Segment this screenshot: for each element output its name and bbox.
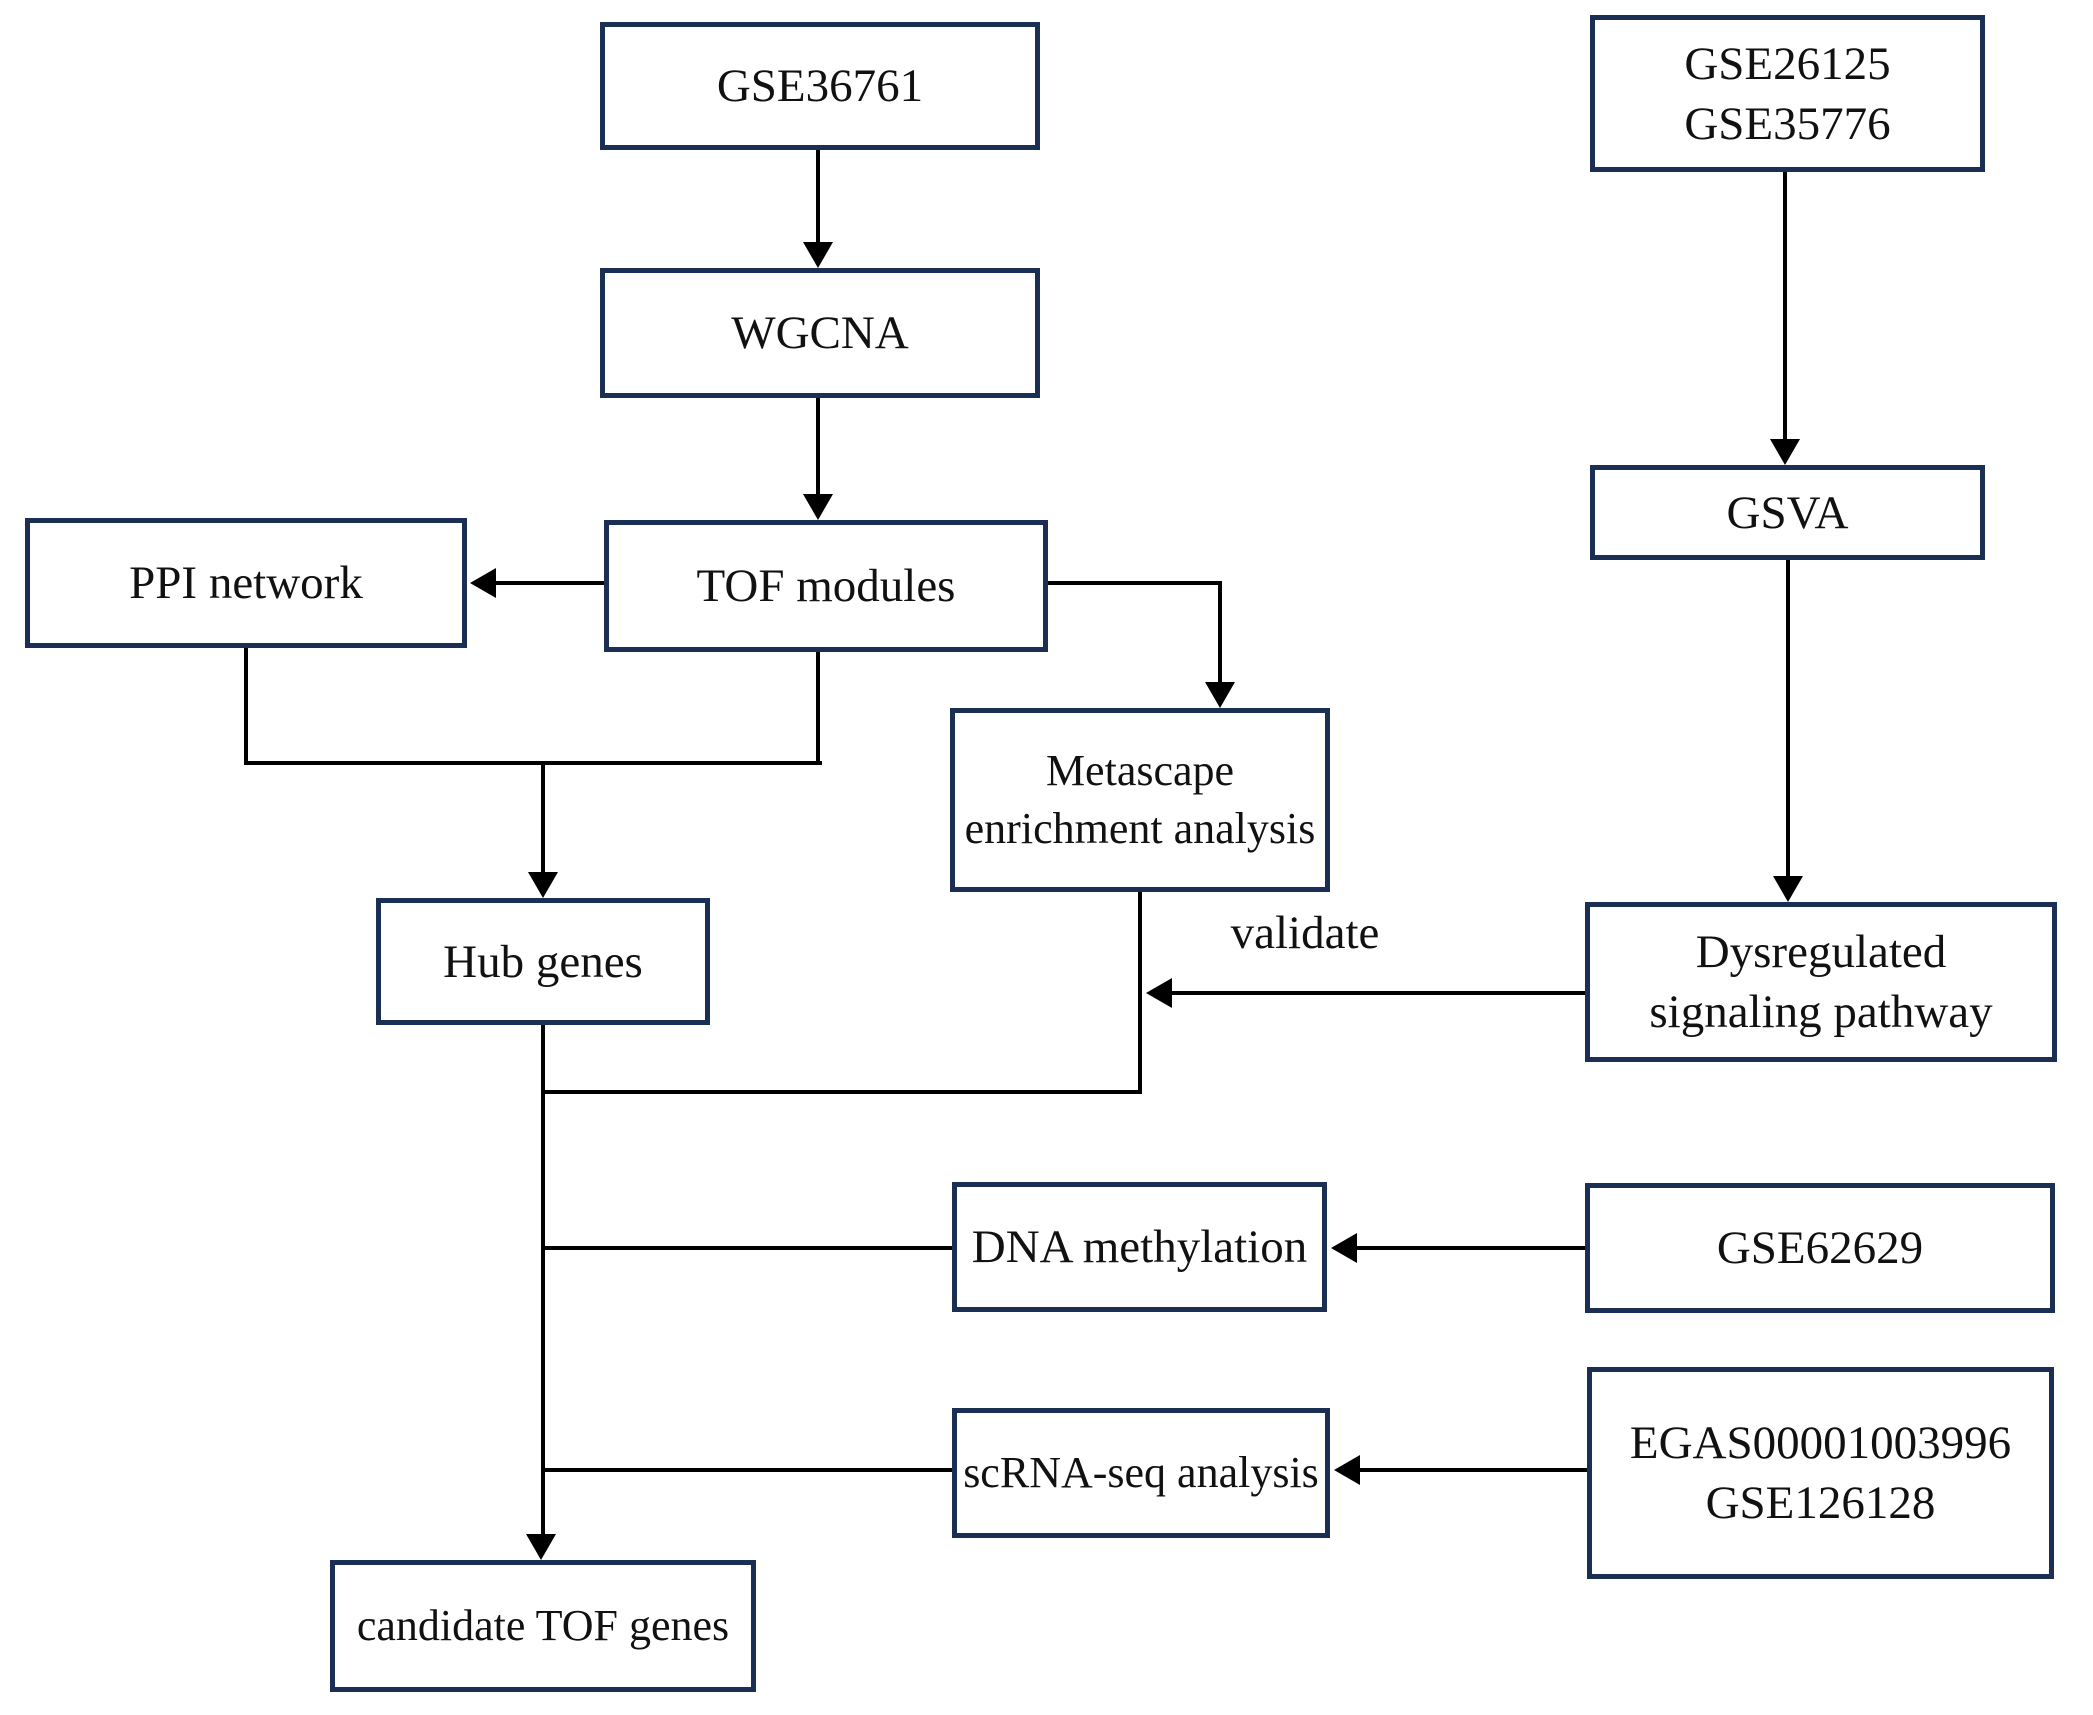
node-gse62629-label: GSE62629 bbox=[1716, 1222, 1924, 1274]
node-scrna-seq-analysis: scRNA-seq analysis bbox=[952, 1408, 1330, 1538]
node-wgcna: WGCNA bbox=[600, 268, 1040, 398]
edge-metascape-down bbox=[1138, 892, 1142, 1094]
node-metascape-enrichment: Metascape enrichment analysis bbox=[950, 708, 1330, 892]
node-hub-genes-label: Hub genes bbox=[443, 935, 643, 988]
node-candidate-tof-genes-label: candidate TOF genes bbox=[356, 1601, 730, 1650]
node-ppi-network: PPI network bbox=[25, 518, 467, 648]
node-dna-methylation-label: DNA methylation bbox=[971, 1221, 1308, 1273]
node-hub-genes: Hub genes bbox=[376, 898, 710, 1025]
edge-merge-horizontal bbox=[244, 761, 822, 765]
edge-validate bbox=[1172, 991, 1585, 995]
node-candidate-tof-genes: candidate TOF genes bbox=[330, 1560, 756, 1692]
node-gse26125-gse35776: GSE26125 GSE35776 bbox=[1590, 15, 1985, 172]
arrowhead-gsva-dysregulated bbox=[1773, 876, 1803, 902]
edge-trunk bbox=[541, 1025, 545, 1534]
arrowhead-gse62629-dna bbox=[1331, 1233, 1357, 1263]
node-egas-line1: EGAS00001003996 bbox=[1629, 1417, 2012, 1469]
arrowhead-tof-ppi bbox=[470, 568, 496, 598]
node-metascape-line2: enrichment analysis bbox=[964, 804, 1316, 853]
edge-label-validate: validate bbox=[1230, 907, 1380, 959]
edge-egas-scrna bbox=[1360, 1468, 1587, 1472]
node-dysregulated-line1: Dysregulated bbox=[1695, 926, 1947, 978]
edge-gse26125-gsva bbox=[1783, 172, 1787, 439]
edge-tof-metascape-v bbox=[1218, 581, 1222, 682]
node-gsva-label: GSVA bbox=[1726, 486, 1849, 539]
arrowhead-tof-metascape bbox=[1205, 682, 1235, 708]
arrowhead-gse26125-gsva bbox=[1770, 439, 1800, 465]
edge-gse36761-wgcna bbox=[816, 150, 820, 246]
edge-tof-ppi bbox=[496, 581, 604, 585]
edge-trunk-dna bbox=[543, 1246, 952, 1250]
edge-merge-hubgenes bbox=[541, 765, 545, 872]
node-metascape-line1: Metascape bbox=[1045, 746, 1235, 795]
arrowhead-wgcna-tof bbox=[803, 494, 833, 520]
arrowhead-validate bbox=[1146, 978, 1172, 1008]
node-ppi-network-label: PPI network bbox=[129, 557, 363, 609]
arrowhead-merge-hubgenes bbox=[528, 872, 558, 898]
arrowhead-egas-scrna bbox=[1334, 1455, 1360, 1485]
node-dysregulated-line2: signaling pathway bbox=[1649, 986, 1993, 1038]
node-egas-gse126128: EGAS00001003996 GSE126128 bbox=[1587, 1367, 2054, 1579]
edge-metascape-trunk bbox=[543, 1090, 1142, 1094]
edge-wgcna-tof bbox=[816, 398, 820, 494]
node-wgcna-label: WGCNA bbox=[731, 307, 909, 359]
edge-tof-metascape-h bbox=[1048, 581, 1222, 585]
node-gse36761: GSE36761 bbox=[600, 22, 1040, 150]
node-egas-line2: GSE126128 bbox=[1705, 1477, 1936, 1529]
node-gsva: GSVA bbox=[1590, 465, 1985, 560]
node-gse62629: GSE62629 bbox=[1585, 1183, 2055, 1313]
node-tof-modules-label: TOF modules bbox=[696, 560, 956, 612]
node-gse26125-line1: GSE26125 bbox=[1684, 37, 1891, 90]
node-gse36761-label: GSE36761 bbox=[716, 60, 924, 112]
arrowhead-gse36761-wgcna bbox=[803, 242, 833, 268]
edge-gse62629-dna bbox=[1357, 1246, 1585, 1250]
node-dna-methylation: DNA methylation bbox=[952, 1182, 1327, 1312]
edge-gsva-dysregulated bbox=[1786, 560, 1790, 876]
node-scrna-seq-analysis-label: scRNA-seq analysis bbox=[963, 1448, 1319, 1497]
edge-trunk-scrna bbox=[543, 1468, 952, 1472]
node-tof-modules: TOF modules bbox=[604, 520, 1048, 652]
node-gse26125-line2: GSE35776 bbox=[1684, 97, 1891, 150]
edge-tof-down bbox=[816, 652, 820, 765]
node-dysregulated-pathway: Dysregulated signaling pathway bbox=[1585, 902, 2057, 1062]
arrowhead-trunk-candidate bbox=[526, 1534, 556, 1560]
edge-ppi-down bbox=[244, 648, 248, 765]
